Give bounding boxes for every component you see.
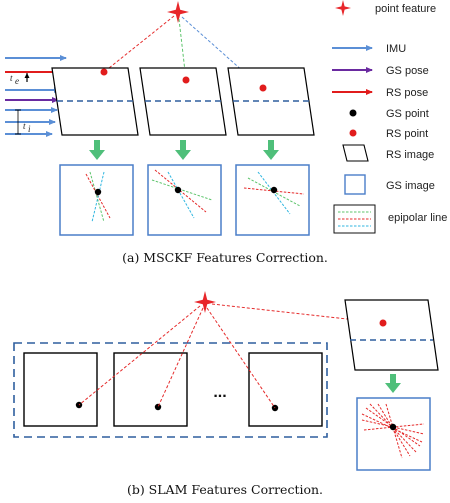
gs-frame-3 (248, 352, 323, 427)
ray-to-image-1 (103, 15, 175, 73)
svg-text:t: t (23, 121, 26, 131)
gs-image-2 (147, 164, 222, 236)
rs-point (182, 76, 190, 84)
rs-image-b (344, 299, 439, 371)
ti-label: t i (15, 109, 31, 135)
gs-frame-2 (113, 352, 188, 427)
legend-rs-image: RS image (342, 144, 434, 162)
svg-text:t: t (10, 73, 13, 83)
panel-a: t e t i (5, 0, 447, 265)
feature-rays-b (78, 303, 384, 409)
gs-point (174, 186, 182, 194)
rs-image-3 (227, 67, 315, 136)
svg-text:RS image: RS image (386, 149, 434, 161)
gs-point (389, 423, 397, 431)
rs-point (259, 84, 267, 92)
gs-image-1 (59, 164, 134, 236)
gs-image-b (356, 397, 431, 471)
gs-point (94, 188, 102, 196)
caption-b: (b) SLAM Features Correction. (127, 482, 323, 497)
down-arrow-icon (89, 140, 279, 160)
svg-text:RS point: RS point (386, 128, 428, 140)
legend-imu: IMU (332, 43, 406, 55)
te-label: t e (10, 73, 30, 86)
ray-to-image-3 (181, 16, 263, 89)
legend-epipolar-line: epipolar line (333, 204, 447, 234)
rs-image-2 (139, 67, 227, 136)
legend-rs-pose: RS pose (332, 87, 428, 99)
svg-text:epipolar line: epipolar line (388, 212, 447, 224)
legend-gs-image: GS image (344, 174, 435, 195)
svg-text:IMU: IMU (386, 43, 406, 55)
svg-text:RS pose: RS pose (386, 87, 428, 99)
svg-text:e: e (15, 76, 19, 86)
legend-gs-pose: GS pose (332, 65, 429, 77)
rs-image-1 (51, 67, 139, 136)
gs-frame-container (13, 342, 328, 438)
down-arrow-icon (385, 374, 401, 393)
caption-a: (a) MSCKF Features Correction. (122, 250, 328, 265)
panel-b: ... (13, 291, 439, 497)
svg-text:i: i (28, 124, 31, 134)
svg-text:GS image: GS image (386, 180, 435, 192)
legend-rs-point: RS point (349, 128, 428, 140)
gs-point (270, 186, 278, 194)
rs-point (379, 319, 387, 327)
svg-text:GS pose: GS pose (386, 65, 429, 77)
legend-gs-point: GS point (349, 108, 429, 120)
gs-image-3 (235, 164, 310, 236)
rs-point (100, 68, 108, 76)
frames-ellipsis: ... (213, 384, 226, 401)
gs-frame-1 (23, 352, 98, 427)
svg-text:point feature: point feature (375, 3, 436, 15)
imu-arrows (5, 55, 67, 137)
gs-point (154, 403, 162, 411)
star-icon (194, 291, 216, 313)
legend-point-feature: point feature (335, 0, 436, 16)
legend: point feature IMU GS pose RS pose GS poi… (332, 0, 447, 234)
star-icon (167, 1, 189, 23)
svg-text:GS point: GS point (386, 108, 429, 120)
